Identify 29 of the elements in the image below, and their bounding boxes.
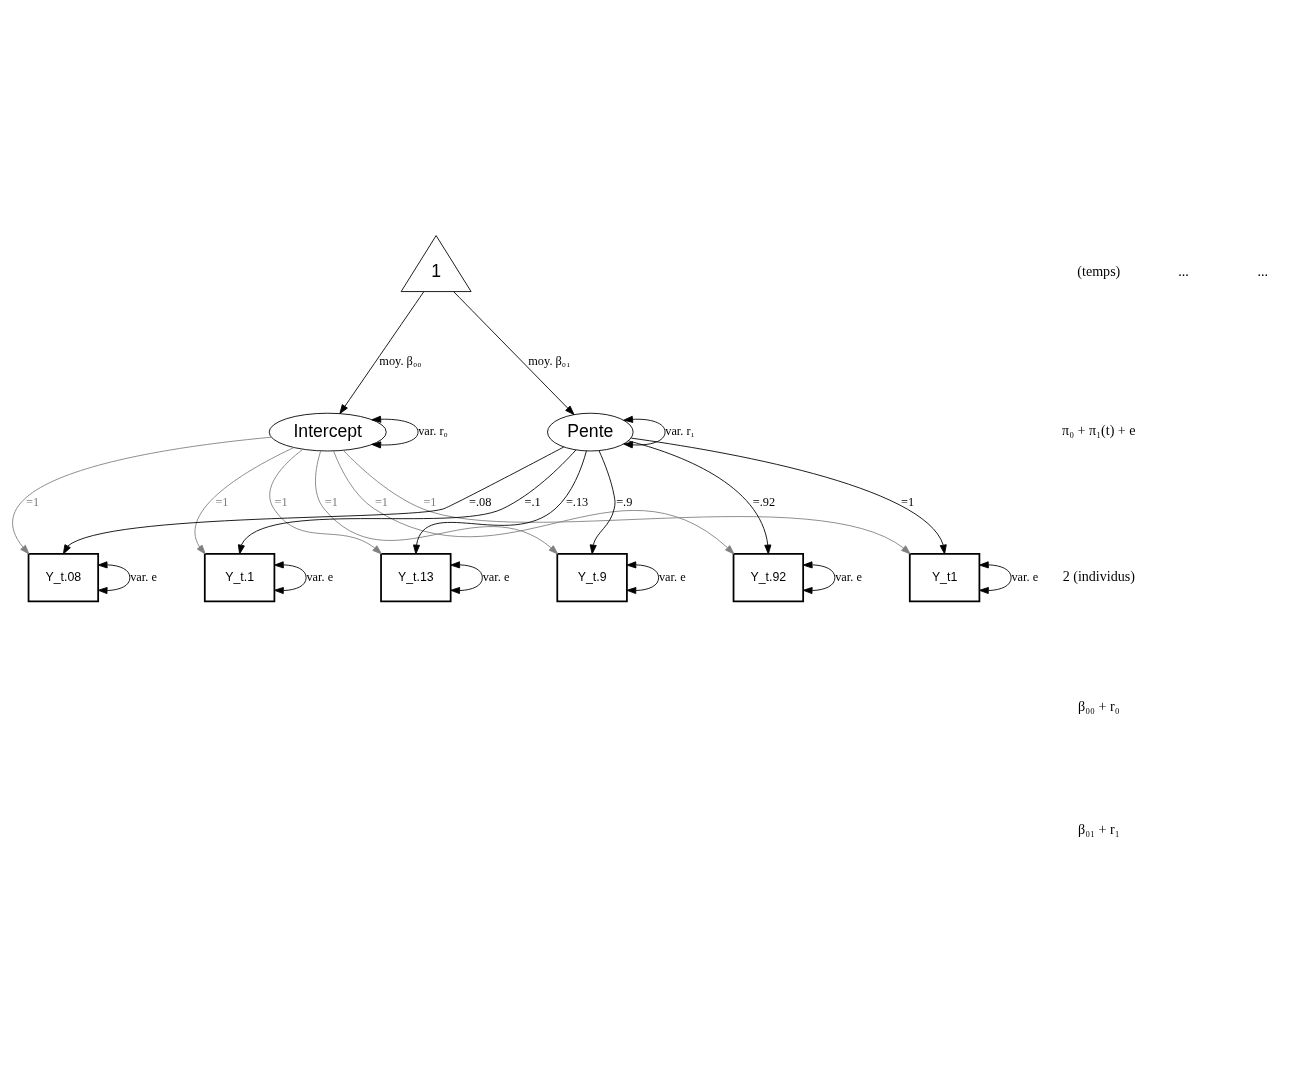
edge-label: =.1 <box>524 494 541 509</box>
label: β₀₀ + r₀ <box>1078 697 1120 714</box>
edge-label: var. e <box>1011 569 1039 584</box>
edge-label: =.92 <box>752 494 776 509</box>
edge-label: moy. β₀₀ <box>379 353 422 368</box>
edge-label: =.9 <box>616 494 633 509</box>
edge-label: =1 <box>274 494 288 509</box>
edge-label: =1 <box>374 494 389 509</box>
edge-label: =1 <box>25 494 40 509</box>
edge-label: var. e <box>658 569 686 584</box>
label: β₀₁ + r₁ <box>1078 820 1120 837</box>
edge-label: =1 <box>324 494 338 509</box>
edge-label: moy. β₀₁ <box>528 353 571 368</box>
label: ... <box>1257 262 1269 279</box>
edge-label: var. e <box>835 569 862 584</box>
edge-label: =1 <box>215 494 229 509</box>
edge-label: =1 <box>423 494 437 509</box>
label: ... <box>1178 262 1189 279</box>
edge-label: =.13 <box>565 494 589 509</box>
label: 2 (individus) <box>1062 567 1135 584</box>
edge-label: =.08 <box>468 494 492 509</box>
edge-label: var. r₀ <box>418 423 448 438</box>
edge-label: var. e <box>482 569 510 584</box>
edge-label: var. r₁ <box>665 423 695 438</box>
edge-label: var. e <box>306 569 334 584</box>
label: (temps) <box>1077 262 1121 279</box>
edge-label: var. e <box>130 569 157 584</box>
edge-label: =1 <box>901 494 915 509</box>
label: π₀ + π₁(t) + e <box>1062 421 1136 438</box>
